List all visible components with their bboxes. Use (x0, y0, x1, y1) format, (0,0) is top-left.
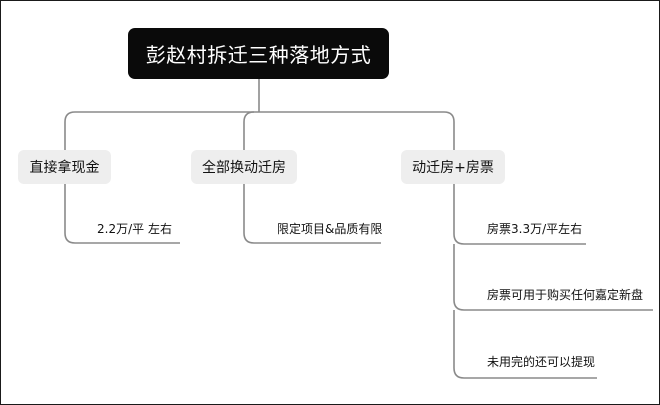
branch-cash[interactable]: 直接拿现金 (18, 150, 111, 184)
leaf-line-3b (453, 244, 653, 311)
leaf-line-3c (453, 310, 597, 379)
leaf-line-3a (453, 183, 586, 245)
leaf-line-1 (64, 183, 180, 244)
branch-bus (64, 111, 455, 151)
root-topic[interactable]: 彭赵村拆迁三种落地方式 (128, 28, 389, 79)
branch-relocation-housing[interactable]: 全部换动迁房 (191, 150, 297, 184)
leaf-voucher-usage: 房票可用于购买任何嘉定新盘 (487, 288, 644, 302)
leaf-cash-price: 2.2万/平 左右 (97, 222, 172, 236)
leaf-voucher-price: 房票3.3万/平左右 (487, 222, 583, 236)
branch-housing-plus-voucher[interactable]: 动迁房+房票 (401, 150, 505, 184)
branch-drop-2 (243, 111, 255, 151)
leaf-line-2 (243, 183, 381, 244)
leaf-voucher-cashout: 未用完的还可以提现 (487, 355, 596, 369)
leaf-limited-projects: 限定项目&品质有限 (277, 222, 383, 236)
